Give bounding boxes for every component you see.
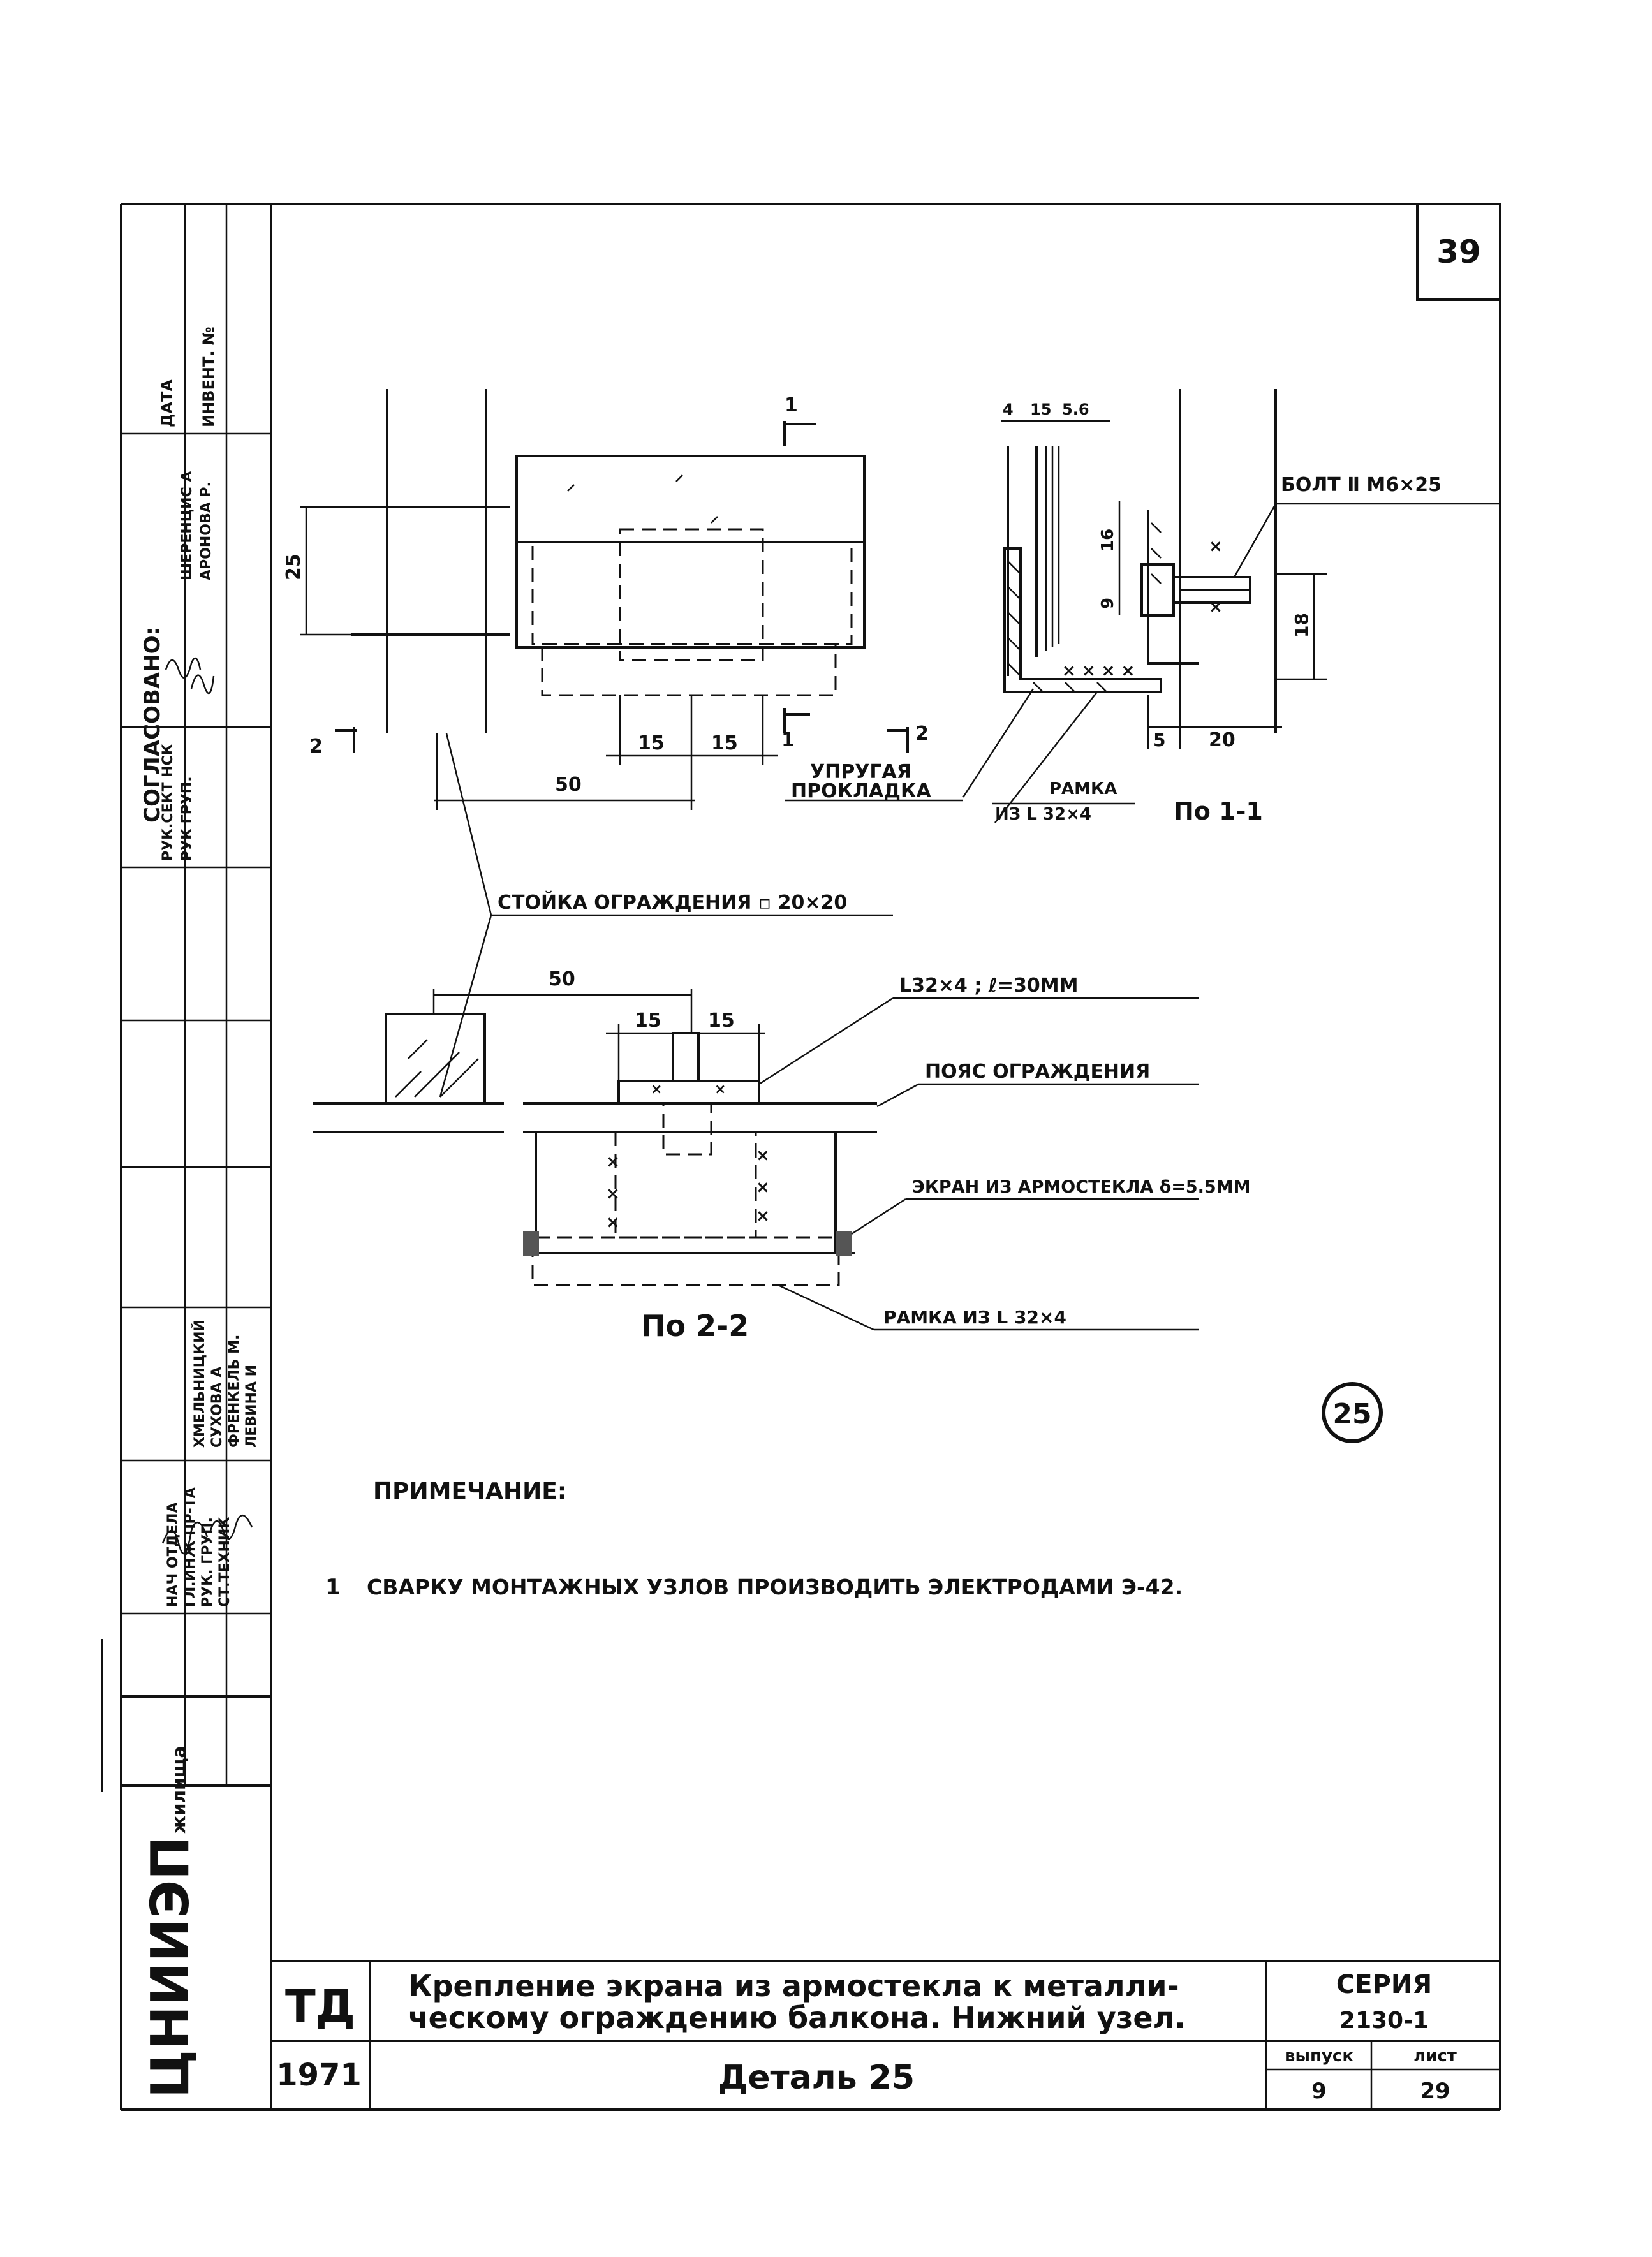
- frame-label-1: РАМКА: [1049, 779, 1117, 798]
- org-name: ЦНИИЭП: [140, 1836, 201, 2098]
- detail-marker: 25: [1322, 1382, 1383, 1443]
- series-label: СЕРИЯ: [1336, 1970, 1432, 1999]
- page-number-box: 39: [1416, 203, 1501, 301]
- dim-15-b: 15: [711, 732, 738, 754]
- name-top-2: АРОНОВА Р.: [198, 482, 214, 580]
- detail-label: Деталь 25: [718, 2059, 915, 2097]
- dim2-15-a: 15: [635, 1010, 661, 1032]
- svg-text:×: ×: [606, 1184, 620, 1203]
- dim-18: 18: [1291, 613, 1312, 638]
- sheet-value: 29: [1420, 2078, 1450, 2104]
- post-leader: СТОЙКА ОГРАЖДЕНИЯ ▫ 20×20: [439, 733, 893, 1098]
- section-1-1-title: По 1-1: [1174, 797, 1263, 825]
- org-sub: жилища: [168, 1746, 189, 1834]
- svg-text:×: ×: [606, 1152, 620, 1172]
- signature-4: [209, 1515, 253, 1540]
- year: 1971: [276, 2057, 362, 2093]
- side-stamp: ЦНИИЭП жилища СОГЛАСОВАНО: ДАТА ИНВЕНТ. …: [140, 327, 260, 2098]
- dim-4: 4: [1003, 401, 1014, 418]
- date-label: ДАТА: [158, 379, 176, 427]
- title-block: ТД 1971 Крепление экрана из армостекла к…: [271, 1960, 1500, 2110]
- dim-16: 16: [1098, 529, 1117, 552]
- svg-text:×: ×: [714, 1082, 726, 1098]
- td-mark: ТД: [285, 1980, 355, 2033]
- role-bottom-4: СТ.ТЕХНИК: [217, 1517, 233, 1607]
- cut-mark-1-top: 1: [785, 394, 798, 416]
- frame-full-label: РАМКА ИЗ L 32×4: [883, 1307, 1066, 1328]
- svg-text:×: ×: [756, 1207, 770, 1226]
- cut-mark-2-right: 2: [915, 723, 929, 745]
- cut-mark-2-left: 2: [309, 735, 323, 758]
- issue-value: 9: [1311, 2078, 1327, 2104]
- section-2-2-title: По 2-2: [641, 1309, 749, 1343]
- cut-mark-1-bottom: 1: [781, 729, 795, 751]
- dim-25: 25: [283, 554, 305, 580]
- series-value: 2130-1: [1339, 2008, 1429, 2034]
- bolt-label: БОЛТ Ⅱ М6×25: [1281, 474, 1442, 496]
- post-label: СТОЙКА ОГРАЖДЕНИЯ ▫ 20×20: [498, 891, 847, 914]
- dim-5-6: 5.6: [1062, 401, 1089, 418]
- dim-15-a: 15: [638, 732, 665, 754]
- name-bottom-3: ФРЕНКЕЛЬ М.: [226, 1335, 242, 1448]
- dim2-50: 50: [549, 968, 575, 990]
- sheet-frame: [101, 203, 1501, 2111]
- role-bottom-2: ГЛ.ИНЖ ПР-ТА: [182, 1487, 198, 1607]
- svg-text:×: ×: [1209, 537, 1223, 556]
- title-line-1: Крепление экрана из армостекла к металли…: [408, 1969, 1179, 2003]
- notes: ПРИМЕЧАНИЕ: 1 СВАРКУ МОНТАЖНЫХ УЗЛОВ ПРО…: [325, 1478, 1183, 1600]
- svg-text:×: ×: [756, 1146, 770, 1165]
- svg-text:× × × ×: × × × ×: [1062, 661, 1135, 680]
- svg-text:×: ×: [651, 1082, 662, 1098]
- dim2-15-b: 15: [708, 1010, 735, 1032]
- belt-label: ПОЯС ОГРАЖДЕНИЯ: [925, 1061, 1150, 1083]
- issue-label: выпуск: [1285, 2047, 1353, 2066]
- section-2-2: × × × × × × × × 50 15 15 L32×4 ; ℓ=30ММ …: [313, 968, 1250, 1343]
- note-1-text: СВАРКУ МОНТАЖНЫХ УЗЛОВ ПРОИЗВОДИТЬ ЭЛЕКТ…: [367, 1575, 1183, 1599]
- role-top-2: РУК ГРУП.: [179, 776, 195, 861]
- name-bottom-1: ХМЕЛЬНИЦКИЙ: [191, 1320, 208, 1448]
- screen-label: ЭКРАН ИЗ АРМОСТЕКЛА δ=5.5ММ: [912, 1177, 1250, 1197]
- notes-heading: ПРИМЕЧАНИЕ:: [373, 1478, 566, 1504]
- section-1-1: × × × × × × 4 15 5.6 16 9 18 5 20 БОЛТ Ⅱ…: [785, 389, 1500, 825]
- inv-label: ИНВЕНТ. №: [200, 327, 218, 427]
- role-bottom-1: НАЧ ОТДЕЛА: [165, 1502, 181, 1607]
- dim-5: 5: [1153, 730, 1165, 751]
- title-line-2: ческому ограждению балкона. Нижний узел.: [408, 2001, 1186, 2035]
- role-top-1: РУК.СЕКТ НСК: [160, 744, 176, 861]
- frame-label-2: ИЗ L 32×4: [995, 805, 1091, 824]
- page-number: 39: [1436, 233, 1481, 270]
- gasket-label-1: УПРУГАЯ: [810, 761, 911, 783]
- signature-1: [165, 657, 202, 679]
- dim-9: 9: [1098, 598, 1117, 609]
- name-bottom-4: ЛЕВИНА И: [244, 1365, 260, 1448]
- angle-label: L32×4 ; ℓ=30ММ: [899, 974, 1079, 997]
- svg-text:×: ×: [606, 1213, 620, 1232]
- detail-number: 25: [1332, 1398, 1371, 1430]
- dim-15: 15: [1030, 401, 1051, 418]
- plan-view: 25 15 15 50 1 1 2 2: [283, 389, 929, 810]
- dim-20: 20: [1209, 729, 1235, 751]
- dim-50: 50: [555, 774, 582, 796]
- agreed-label: СОГЛАСОВАНО:: [140, 627, 165, 823]
- role-bottom-3: РУК. ГРУП.: [200, 1517, 216, 1607]
- note-1-num: 1: [325, 1575, 341, 1600]
- svg-text:×: ×: [756, 1178, 770, 1197]
- sheet-label: лист: [1413, 2047, 1457, 2066]
- name-bottom-2: СУХОВА А: [209, 1367, 225, 1448]
- gasket-label-2: ПРОКЛАДКА: [791, 780, 931, 802]
- signature-3: [161, 1522, 209, 1555]
- name-top-1: ШЕРЕНЦИС А: [179, 471, 195, 580]
- signature-2: [190, 674, 215, 695]
- svg-text:×: ×: [1209, 598, 1223, 617]
